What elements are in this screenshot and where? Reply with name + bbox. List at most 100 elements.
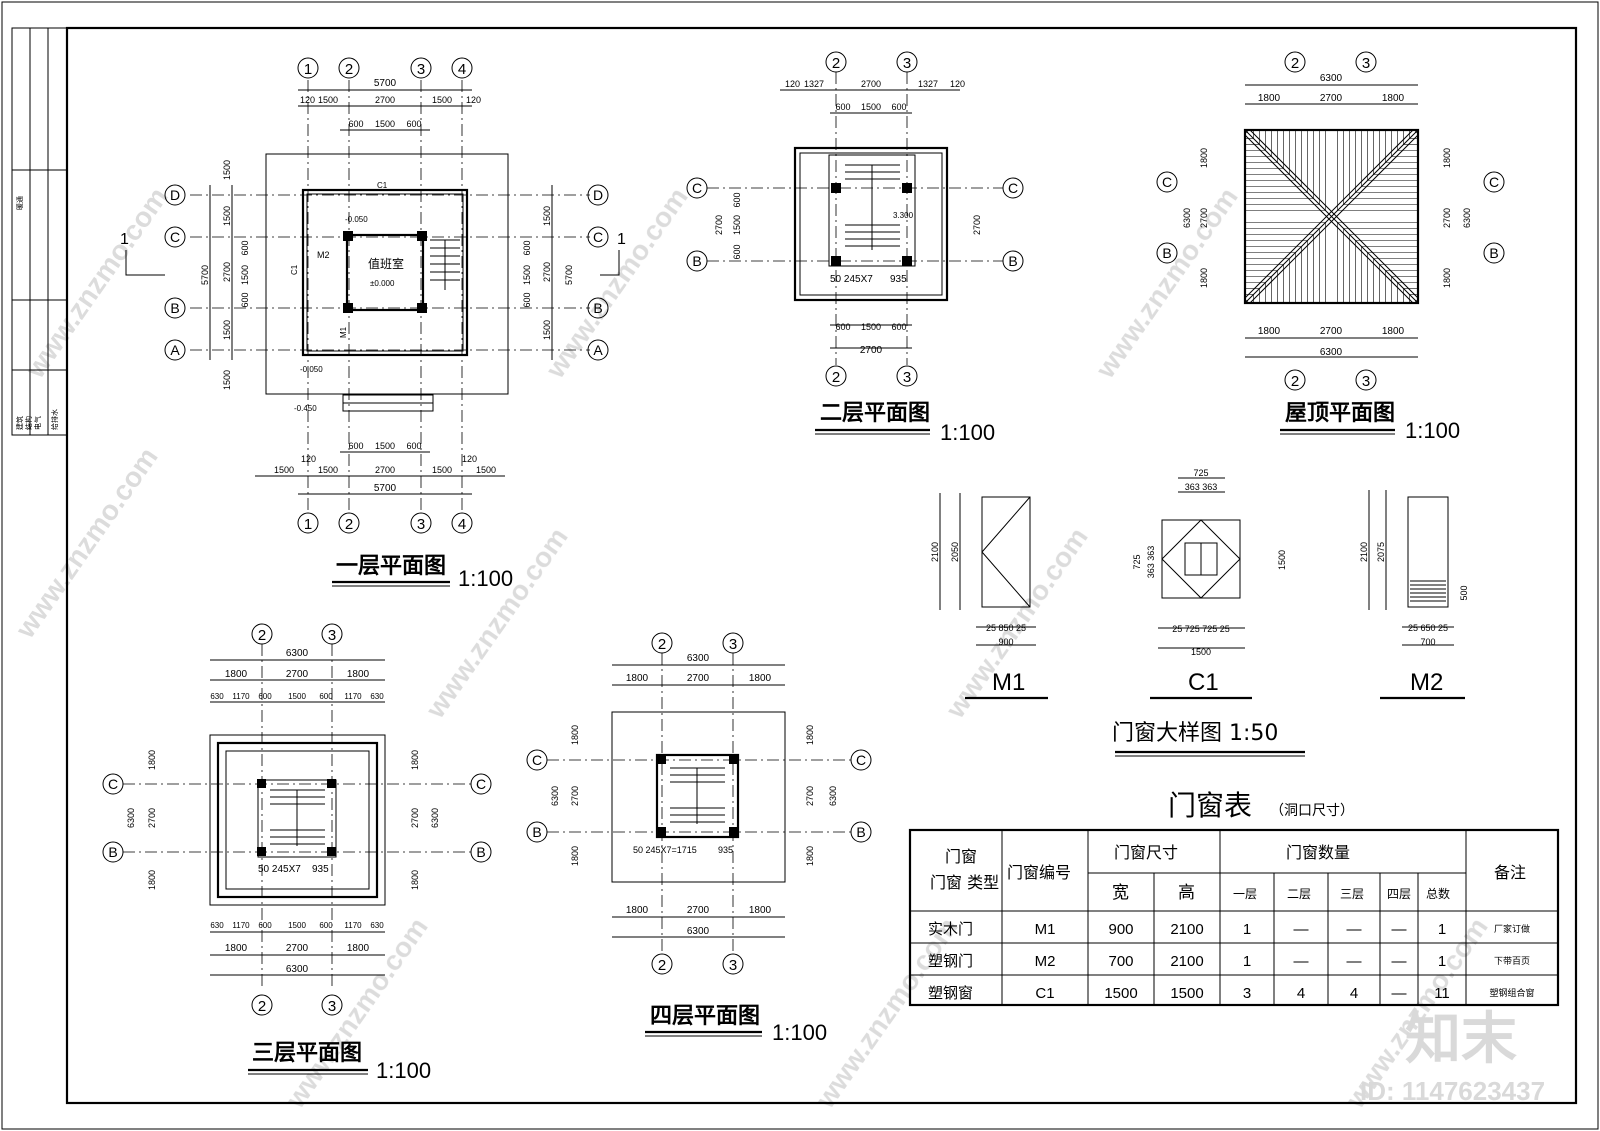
svg-text:—: — — [1347, 921, 1362, 938]
svg-text:1800: 1800 — [805, 846, 815, 866]
svg-text:6300: 6300 — [1182, 208, 1192, 228]
svg-text:1500: 1500 — [274, 465, 294, 475]
svg-text:2700: 2700 — [972, 215, 982, 235]
svg-text:120: 120 — [300, 95, 315, 105]
svg-text:1327: 1327 — [804, 79, 824, 89]
svg-text:3: 3 — [417, 61, 425, 78]
svg-text:363 363: 363 363 — [1146, 546, 1156, 579]
svg-text:B: B — [1008, 253, 1017, 269]
door-window-details: 2100 2050 25 850 25 900 M1 725 363 363 7… — [930, 468, 1469, 757]
svg-text:3: 3 — [417, 516, 425, 533]
svg-text:1800: 1800 — [570, 846, 580, 866]
roof-hatch — [1245, 130, 1418, 303]
svg-text:600: 600 — [240, 240, 250, 255]
table-row: 塑钢窗 C1 1500 1500 3 4 4 — 11 塑钢组合窗 — [928, 984, 1535, 1002]
svg-text:1: 1 — [304, 61, 312, 78]
th-f3: 三层 — [1340, 887, 1364, 901]
svg-text:25 725 725 25: 25 725 725 25 — [1172, 624, 1230, 634]
svg-text:600: 600 — [891, 102, 906, 112]
svg-text:725: 725 — [1193, 468, 1208, 478]
floor4-stair — [670, 767, 725, 824]
svg-text:6300: 6300 — [1462, 208, 1472, 228]
table-row: 塑钢门 M2 700 2100 1 — — — 1 下带百页 — [928, 952, 1530, 970]
svg-text:120: 120 — [785, 79, 800, 89]
watermark-site: www.znzmo.com — [1089, 182, 1244, 385]
svg-text:1: 1 — [1243, 921, 1251, 938]
svg-text:B: B — [593, 300, 602, 316]
svg-text:50 245X7: 50 245X7 — [830, 274, 873, 285]
id-watermark: ID: 1147623437 — [1360, 1076, 1545, 1106]
floor2-plan: 2 3 120 1327 2700 1327 120 600 1500 600 … — [686, 51, 1024, 445]
svg-text:B: B — [108, 844, 117, 860]
svg-text:1500: 1500 — [222, 370, 232, 390]
side-title-strip: 暖通 建筑 结构 电气 给排水 — [11, 27, 68, 436]
floor1-scale: 1:100 — [458, 566, 513, 591]
svg-text:1800: 1800 — [347, 669, 370, 680]
inner-frame — [65, 26, 1578, 1105]
svg-text:120: 120 — [466, 95, 481, 105]
svg-text:1500: 1500 — [222, 206, 232, 226]
svg-text:C: C — [532, 752, 542, 768]
svg-text:4: 4 — [458, 516, 466, 533]
svg-text:D: D — [170, 187, 180, 203]
floor2-title: 二层平面图 — [820, 401, 930, 426]
svg-text:600: 600 — [522, 292, 532, 307]
svg-text:600: 600 — [406, 119, 421, 129]
floor1-room-label: 值班室 — [368, 256, 404, 271]
svg-text:M1: M1 — [1035, 921, 1056, 938]
svg-text:4: 4 — [1297, 985, 1305, 1002]
svg-text:2700: 2700 — [286, 943, 309, 954]
svg-text:3: 3 — [1362, 55, 1370, 72]
svg-text:600: 600 — [835, 322, 850, 332]
svg-text:935: 935 — [718, 845, 733, 855]
svg-text:600: 600 — [348, 119, 363, 129]
floor3-plan: 2 3 6300 1800 2700 1800 630 1170 600 150… — [102, 623, 492, 1083]
svg-text:M1: M1 — [339, 326, 348, 338]
svg-text:6300: 6300 — [286, 648, 309, 659]
svg-text:C1: C1 — [377, 181, 388, 190]
svg-text:实木门: 实木门 — [928, 920, 973, 938]
th-f1: 一层 — [1233, 887, 1257, 901]
svg-text:11: 11 — [1434, 985, 1450, 1002]
svg-text:25 650 25: 25 650 25 — [1408, 623, 1448, 633]
svg-text:600: 600 — [522, 240, 532, 255]
th-f4: 四层 — [1387, 887, 1411, 901]
floor1-title: 一层平面图 — [336, 554, 446, 579]
m2-louver — [1410, 580, 1446, 602]
svg-text:2: 2 — [258, 998, 266, 1015]
svg-text:5700: 5700 — [564, 265, 574, 285]
svg-text:M2: M2 — [1035, 953, 1056, 970]
table-row: 实木门 M1 900 2100 1 — — — 1 厂家订做 — [928, 920, 1530, 938]
svg-text:120: 120 — [301, 454, 316, 464]
svg-text:900: 900 — [998, 637, 1013, 647]
svg-text:5700: 5700 — [374, 78, 397, 89]
svg-text:600: 600 — [732, 192, 742, 207]
svg-text:3: 3 — [903, 369, 911, 386]
svg-text:2700: 2700 — [687, 905, 710, 916]
svg-text:6300: 6300 — [126, 808, 136, 828]
svg-text:2100: 2100 — [1359, 542, 1369, 562]
svg-text:2700: 2700 — [375, 465, 395, 475]
svg-text:6300: 6300 — [550, 786, 560, 806]
svg-text:3: 3 — [729, 636, 737, 653]
svg-text:C: C — [170, 229, 180, 245]
svg-text:B: B — [532, 824, 541, 840]
table-subtitle: （洞口尺寸） — [1270, 803, 1354, 819]
svg-text:1500: 1500 — [375, 119, 395, 129]
svg-text:600: 600 — [258, 692, 272, 701]
svg-text:2: 2 — [832, 55, 840, 72]
svg-text:6300: 6300 — [687, 926, 710, 937]
svg-text:M2: M2 — [317, 250, 330, 260]
svg-text:—: — — [1392, 985, 1407, 1002]
svg-text:6300: 6300 — [430, 808, 440, 828]
svg-text:120: 120 — [950, 79, 965, 89]
svg-text:—: — — [1392, 953, 1407, 970]
svg-text:935: 935 — [890, 274, 907, 285]
svg-text:120: 120 — [462, 454, 477, 464]
svg-text:600: 600 — [732, 244, 742, 259]
svg-text:1500: 1500 — [1170, 985, 1203, 1002]
svg-text:700: 700 — [1420, 637, 1435, 647]
strip-label-struct: 结构 — [24, 416, 33, 430]
svg-text:2700: 2700 — [805, 786, 815, 806]
svg-text:C: C — [1489, 174, 1499, 190]
